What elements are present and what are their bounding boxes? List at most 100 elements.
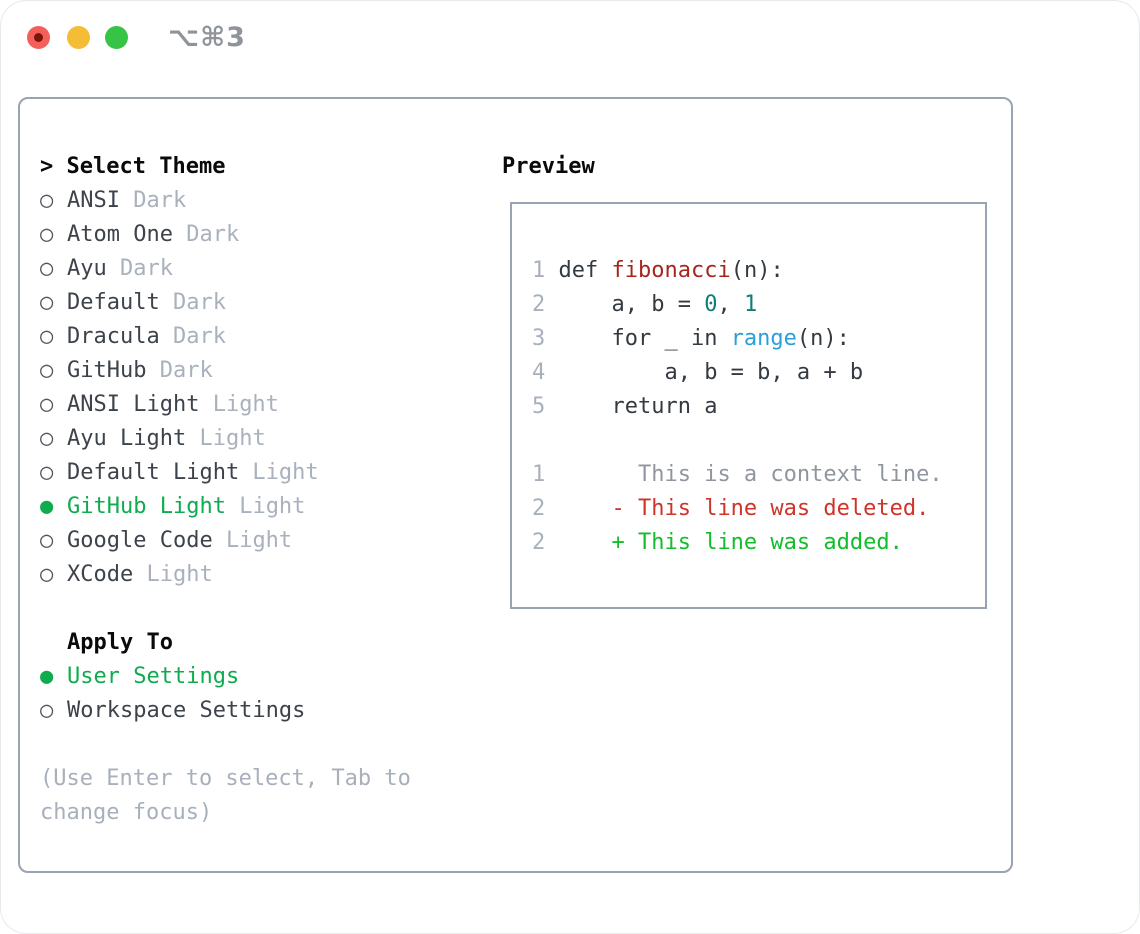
theme-variant-label: Dark	[172, 222, 240, 247]
theme-selector-column: > Select Theme ○ANSI Dark○Atom One Dark○…	[40, 150, 411, 830]
radio-icon: ○	[40, 562, 54, 587]
select-theme-header-label: Select Theme	[66, 154, 226, 179]
theme-name-label: Google Code	[67, 528, 213, 553]
theme-item[interactable]: ○ GitHub Dark	[40, 354, 411, 388]
apply-option-label: Workspace Settings	[67, 698, 306, 723]
theme-name-label: XCode	[67, 562, 134, 587]
diff-line: 2 - This line was deleted.	[532, 492, 985, 526]
theme-name-label: ANSI	[67, 188, 120, 213]
theme-name-label: GitHub	[67, 358, 147, 383]
apply-to-option[interactable]: ● User Settings	[40, 660, 411, 694]
radio-icon: ○	[40, 528, 54, 553]
theme-item[interactable]: ○ Default Light Light	[40, 456, 411, 490]
hint-line-2: change focus)	[40, 800, 213, 825]
code-token: ,	[717, 292, 744, 317]
code-token: This is a context line.	[558, 462, 943, 487]
radio-icon: ○	[40, 188, 54, 213]
code-token: + This line was added.	[558, 530, 903, 555]
code-token: a, b =	[558, 292, 705, 317]
theme-list: ○ANSI Dark○Atom One Dark○Ayu Dark○Defaul…	[40, 184, 411, 592]
theme-variant-label: Light	[212, 528, 293, 553]
theme-item[interactable]: ○ Default Dark	[40, 286, 411, 320]
maximize-button[interactable]	[105, 26, 128, 49]
radio-icon: ○	[40, 426, 54, 451]
code-token: - This line was deleted.	[558, 496, 930, 521]
prompt-caret-icon: >	[40, 154, 54, 179]
code-line: 5 return a	[532, 390, 985, 424]
line-number: 2	[532, 496, 546, 521]
code-line: 2 a, b = 0, 1	[532, 288, 985, 322]
hint-line-1: (Use Enter to select, Tab to	[40, 766, 411, 791]
theme-name-label: Atom One	[67, 222, 173, 247]
selected-radio-icon: ●	[40, 494, 54, 519]
theme-item[interactable]: ○ Google Code Light	[40, 524, 411, 558]
code-token: a, b = b, a + b	[558, 360, 864, 385]
theme-dialog: > Select Theme ○ANSI Dark○Atom One Dark○…	[18, 97, 1013, 873]
titlebar: ⌥⌘3	[0, 0, 1140, 74]
radio-icon: ○	[40, 460, 54, 485]
preview-header: Preview	[502, 154, 595, 179]
code-line: 3 for _ in range(n):	[532, 322, 985, 356]
code-token: range	[730, 326, 797, 351]
code-token: (n):	[730, 258, 784, 283]
diff-line: 1 This is a context line.	[532, 458, 985, 492]
apply-to-header-label: Apply To	[67, 630, 173, 655]
theme-variant-label: Light	[186, 426, 266, 451]
theme-variant-label: Light	[199, 392, 279, 417]
theme-name-label: Ayu	[67, 256, 107, 281]
theme-item[interactable]: ○Ayu Light Light	[40, 422, 411, 456]
radio-icon: ○	[40, 256, 54, 281]
theme-name-label: Default	[67, 290, 160, 315]
apply-to-header: Apply To	[40, 626, 411, 660]
code-token: (n):	[796, 326, 850, 351]
apply-option-label: User Settings	[67, 664, 240, 689]
radio-icon: ○	[40, 358, 54, 383]
spacer	[40, 728, 411, 762]
theme-item[interactable]: ○Atom One Dark	[40, 218, 411, 252]
theme-item[interactable]: ○ ANSI Light Light	[40, 388, 411, 422]
window-title: ⌥⌘3	[168, 22, 246, 53]
theme-name-label: ANSI Light	[67, 392, 200, 417]
select-theme-header: > Select Theme	[40, 150, 411, 184]
code-token: fibonacci	[611, 258, 731, 283]
theme-item[interactable]: ○ Ayu Dark	[40, 252, 411, 286]
line-number: 2	[532, 530, 546, 555]
code-token: def	[558, 258, 612, 283]
theme-item[interactable]: ●GitHub Light Light	[40, 490, 411, 524]
line-number: 2	[532, 292, 546, 317]
theme-variant-label: Dark	[159, 324, 226, 349]
code-token: for _ in	[558, 326, 731, 351]
theme-name-label: Default Light	[67, 460, 240, 485]
line-number: 4	[532, 360, 546, 385]
theme-item[interactable]: ○ ANSI Dark	[40, 184, 411, 218]
code-token: 0	[704, 292, 718, 317]
close-button[interactable]	[27, 26, 50, 49]
line-number: 5	[532, 394, 546, 419]
radio-icon: ○	[40, 392, 54, 417]
line-number: 3	[532, 326, 546, 351]
line-number: 1	[532, 258, 546, 283]
theme-item[interactable]: ○ XCode Light	[40, 558, 411, 592]
code-line: 4 a, b = b, a + b	[532, 356, 985, 390]
code-token: 1	[743, 292, 758, 317]
radio-icon: ○	[40, 324, 54, 349]
theme-name-label: GitHub Light	[67, 494, 226, 519]
radio-icon: ○	[40, 290, 54, 315]
apply-to-list: ● User Settings ○ Workspace Settings	[40, 660, 411, 728]
theme-variant-label: Dark	[146, 358, 213, 383]
theme-variant-label: Dark	[159, 290, 226, 315]
spacer	[40, 592, 411, 626]
theme-variant-label: Light	[133, 562, 213, 587]
code-line: 1 def fibonacci(n):	[532, 254, 985, 288]
theme-item[interactable]: ○Dracula Dark	[40, 320, 411, 354]
theme-variant-label: Light	[239, 460, 319, 485]
selected-radio-icon: ●	[40, 664, 54, 689]
radio-icon: ○	[40, 698, 54, 723]
code-token: return a	[558, 394, 718, 419]
apply-to-option[interactable]: ○ Workspace Settings	[40, 694, 411, 728]
theme-variant-label: Dark	[106, 256, 173, 281]
minimize-button[interactable]	[67, 26, 90, 49]
theme-variant-label: Dark	[119, 188, 187, 213]
